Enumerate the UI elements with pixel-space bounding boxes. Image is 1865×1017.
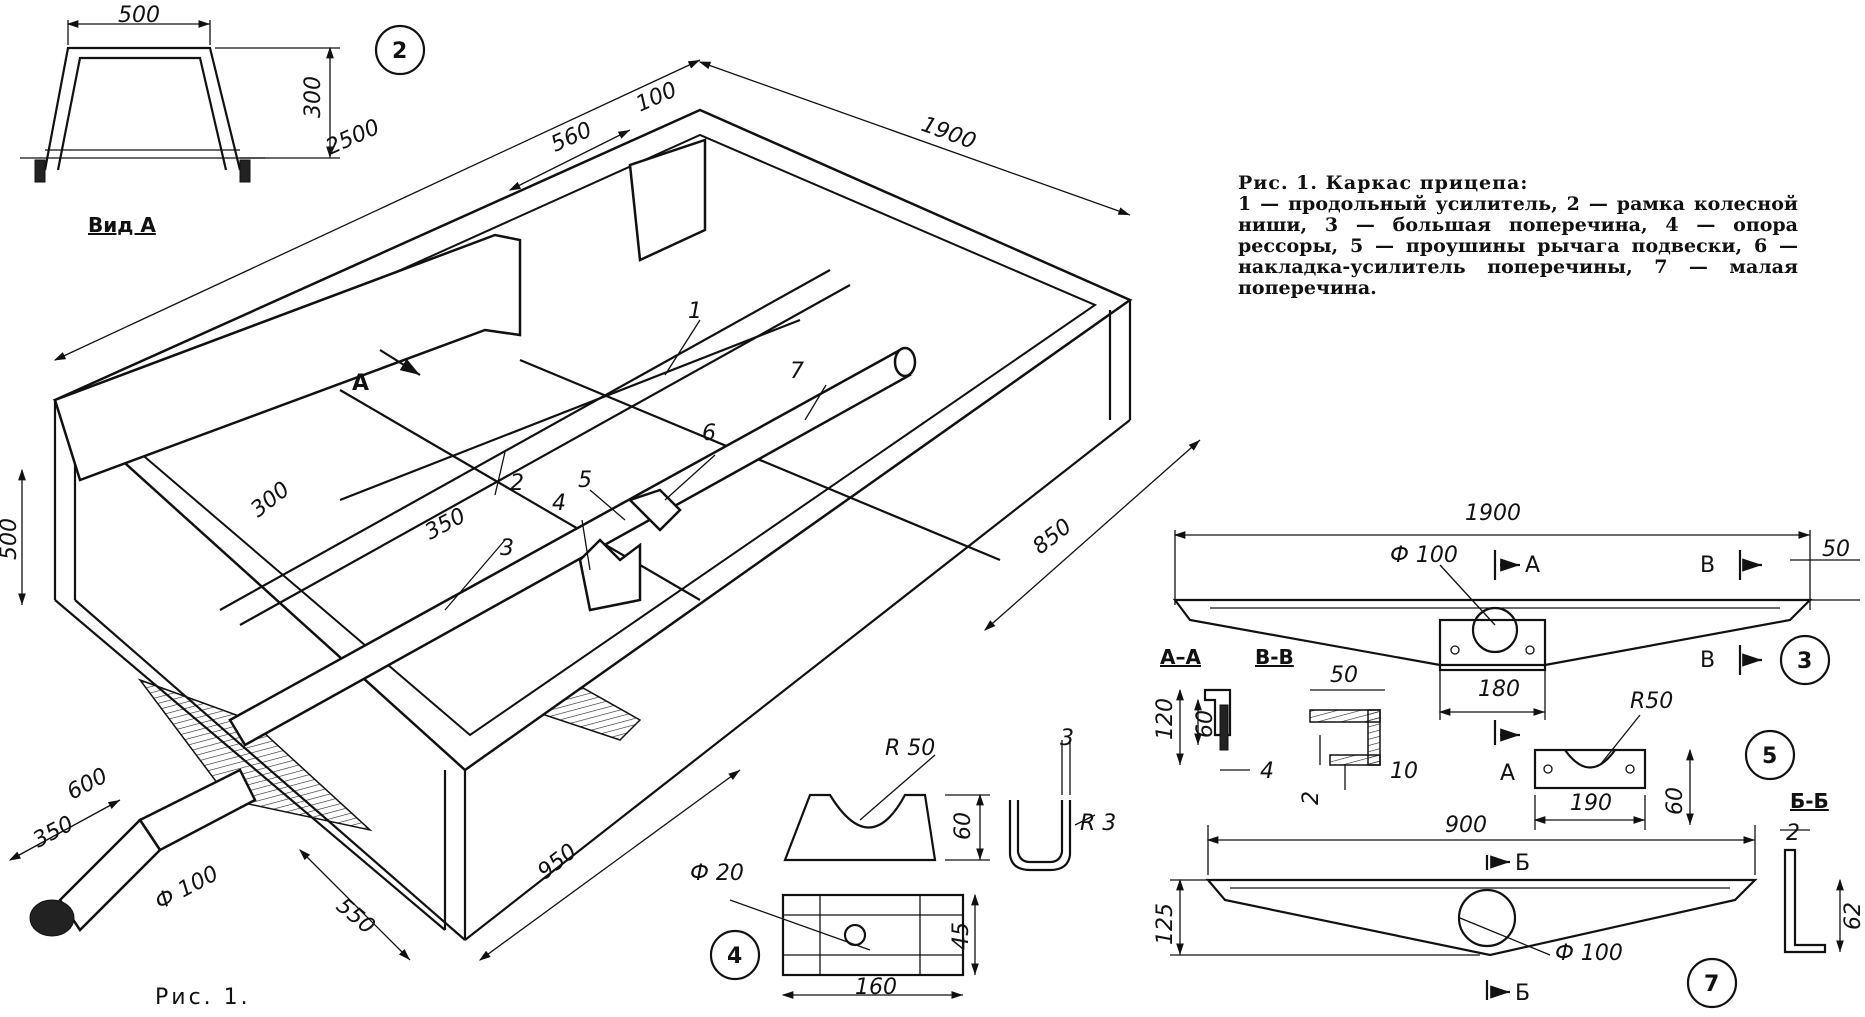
p4-phi-20: Ф 20 — [690, 861, 744, 886]
p7-dim-900: 900 — [1445, 813, 1487, 838]
p3-section-b-top: В — [1700, 553, 1715, 578]
dim-550: 550 — [331, 893, 379, 939]
caption-title: Рис. 1. Каркас прицепа: — [1238, 172, 1529, 194]
arrow-label-a: А — [352, 371, 369, 396]
p5-radius-50: R50 — [1630, 689, 1673, 714]
callout-6: 6 — [702, 421, 716, 446]
figure-caption: Рис. 1. Каркас прицепа: 1 — продольный у… — [1238, 173, 1798, 299]
p3-bb-dim-50: 50 — [1330, 663, 1358, 688]
p3-section-a: А — [1525, 553, 1540, 578]
caption-item-1: 1 — продольный усилитель, — [1238, 193, 1567, 215]
callout-5: 5 — [578, 468, 592, 493]
callout-1: 1 — [688, 299, 702, 324]
p4-dim-160: 160 — [855, 975, 897, 1000]
caption-item-5: 5 — проушины рычага подвески, — [1349, 235, 1754, 257]
callout-2: 2 — [510, 471, 524, 496]
view-a-label: Вид А — [88, 213, 156, 237]
callouts: 1 2 3 4 5 6 7 — [444, 299, 827, 611]
callout-7: 7 — [790, 359, 804, 384]
view-a-dim-300: 300 — [301, 76, 326, 118]
p3-aa-dim-4: 4 — [1260, 759, 1274, 784]
part-4-spring-support: 60 R 50 Ф 20 45 160 4 3 R 3 — [690, 726, 1116, 1000]
circled-label-5: 5 — [1762, 744, 1777, 769]
p3-section-b-bottom: В — [1700, 648, 1715, 673]
p5-dim-60: 60 — [1663, 787, 1688, 815]
circled-label-4: 4 — [727, 944, 742, 969]
p3-bb-dim-10: 10 — [1390, 759, 1418, 784]
p7-phi-100: Ф 100 — [1555, 941, 1623, 966]
p7-dim-2: 2 — [1786, 821, 1800, 846]
p3-bb-dim-2: 2 — [1299, 791, 1324, 805]
caption-item-7: 7 — малая поперечина. — [1238, 256, 1798, 299]
caption-item-6: 6 — накладка-усилитель поперечины, — [1238, 235, 1798, 278]
p4-radius-50: R 50 — [885, 736, 935, 761]
p3-aa-dim-60: 60 — [1193, 710, 1218, 738]
dim-350b: 350 — [29, 812, 78, 854]
p7-dim-125: 125 — [1153, 903, 1178, 945]
circled-label-2: 2 — [392, 39, 407, 64]
p5-dim-190: 190 — [1570, 791, 1612, 816]
p5-section-a: А — [1500, 761, 1515, 786]
dim-phi100: Ф 100 — [151, 861, 223, 915]
dim-950: 950 — [533, 839, 581, 885]
callout-3: 3 — [500, 536, 514, 561]
p4-dim-45: 45 — [949, 922, 974, 950]
section-b-b-7: Б-Б — [1790, 789, 1829, 813]
p3-phi-100: Ф 100 — [1390, 543, 1458, 568]
main-frame — [29, 108, 1133, 941]
p4-dim-3: 3 — [1060, 726, 1074, 751]
p4-dim-60: 60 — [951, 812, 976, 840]
dim-850: 850 — [1028, 514, 1076, 560]
p3-aa-dim-120: 120 — [1153, 698, 1178, 740]
part-5-suspension-lug: R50 190 60 А 5 — [1500, 689, 1796, 830]
dim-100: 100 — [632, 78, 681, 118]
circled-label-3: 3 — [1797, 649, 1812, 674]
figure-label: Рис. 1. — [155, 985, 251, 1010]
p7-dim-62: 62 — [1841, 902, 1865, 930]
part-7-small-crossmember: 900 Ф 100 Б Б 125 7 Б-Б 2 62 — [1153, 789, 1865, 1009]
dim-2500: 2500 — [322, 115, 383, 161]
p7-section-b-top: Б — [1515, 851, 1530, 876]
p3-dim-50: 50 — [1822, 537, 1850, 562]
caption-item-3: 3 — большая поперечина, — [1324, 214, 1666, 236]
dim-600: 600 — [63, 764, 112, 806]
p7-section-b-bottom: Б — [1515, 981, 1530, 1006]
caption-item-2: 2 — рамка колесной ниши, — [1238, 193, 1798, 236]
p3-dim-1900: 1900 — [1465, 501, 1521, 526]
dim-560: 560 — [547, 118, 596, 158]
section-a-a: А–А — [1160, 645, 1201, 669]
section-b-b: В-В — [1255, 645, 1294, 669]
dim-1900: 1900 — [918, 112, 979, 155]
dim-500: 500 — [0, 518, 22, 560]
view-a-dim-500: 500 — [118, 3, 160, 28]
p4-radius-3: R 3 — [1080, 811, 1116, 836]
caption-item-4: 4 — опора рессоры, — [1238, 214, 1798, 257]
part-3-big-crossmember: 1900 Ф 100 А В В 50 180 3 А–А 120 — [1153, 501, 1860, 805]
callout-4: 4 — [552, 491, 566, 516]
circled-label-7: 7 — [1704, 972, 1719, 997]
p3-dim-180: 180 — [1478, 677, 1520, 702]
